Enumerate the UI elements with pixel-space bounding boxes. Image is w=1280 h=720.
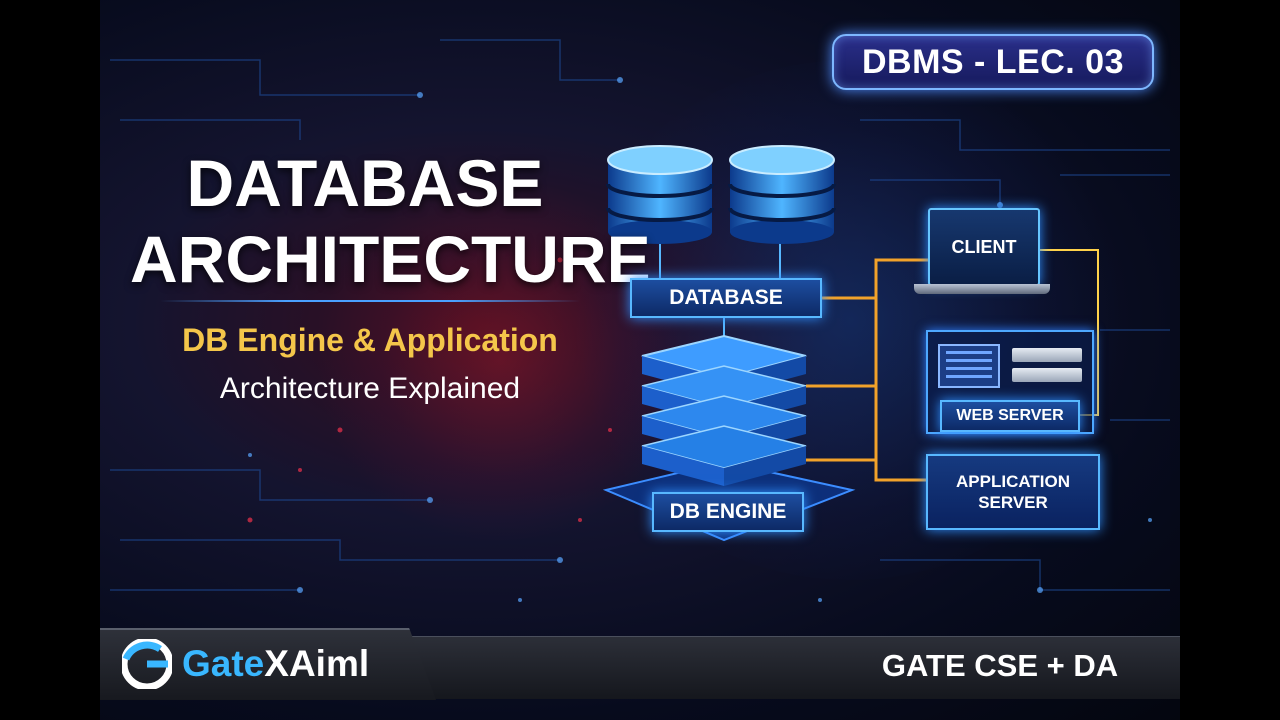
lecture-badge: DBMS - LEC. 03 [832, 34, 1154, 90]
client-label: CLIENT [951, 236, 1017, 257]
monitor-icon [938, 344, 1000, 388]
app-server-label-line-1: APPLICATION [956, 472, 1070, 491]
laptop-base-icon [914, 284, 1050, 294]
title-line-1: DATABASE [186, 146, 544, 220]
database-label: DATABASE [630, 278, 822, 318]
application-server-box: APPLICATION SERVER [926, 454, 1100, 530]
app-server-label-line-2: SERVER [978, 493, 1048, 512]
brand-part-2: XAiml [264, 643, 370, 684]
course-label: GATE CSE + DA [881, 648, 1119, 683]
db-engine-label: DB ENGINE [652, 492, 804, 532]
title-divider [160, 300, 580, 302]
connector-lines [806, 258, 928, 482]
database-cylinder-left [606, 145, 714, 244]
server-rack-icon [1012, 348, 1082, 362]
subtitle-line-2: Architecture Explained [219, 372, 521, 405]
database-cylinder-right [728, 145, 836, 244]
title-line-2: ARCHITECTURE [130, 222, 651, 296]
subtitle-line-1: DB Engine & Application [182, 322, 558, 358]
page-title: DATABASE ARCHITECTURE [130, 145, 651, 297]
client-laptop: CLIENT [928, 208, 1040, 286]
server-rack-icon [1012, 368, 1082, 382]
brand-part-1: Gate [182, 643, 265, 684]
gatexaiml-logo-icon [122, 639, 172, 689]
brand-name: GateXAiml [182, 643, 369, 685]
web-server-label: WEB SERVER [940, 400, 1080, 432]
